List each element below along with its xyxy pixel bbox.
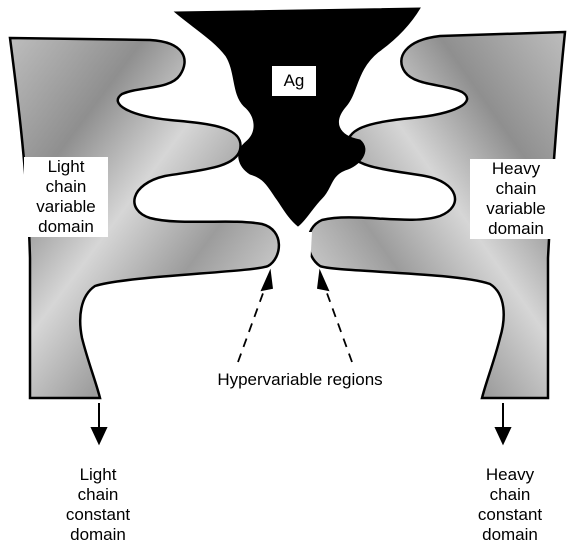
light-chain-constant-label: Light chain constant domain [48, 465, 148, 545]
light-chain-variable-label: Light chain variable domain [24, 157, 108, 237]
antigen-shape [175, 8, 420, 226]
constant-domain-arrows [92, 403, 510, 443]
hypervariable-arrows [238, 272, 352, 362]
heavy-chain-variable-label: Heavy chain variable domain [470, 159, 562, 239]
binding-cleft [284, 232, 312, 268]
antigen-label: Ag [272, 66, 316, 96]
heavy-chain-constant-label: Heavy chain constant domain [460, 465, 560, 545]
hypervariable-regions-label: Hypervariable regions [180, 370, 420, 390]
